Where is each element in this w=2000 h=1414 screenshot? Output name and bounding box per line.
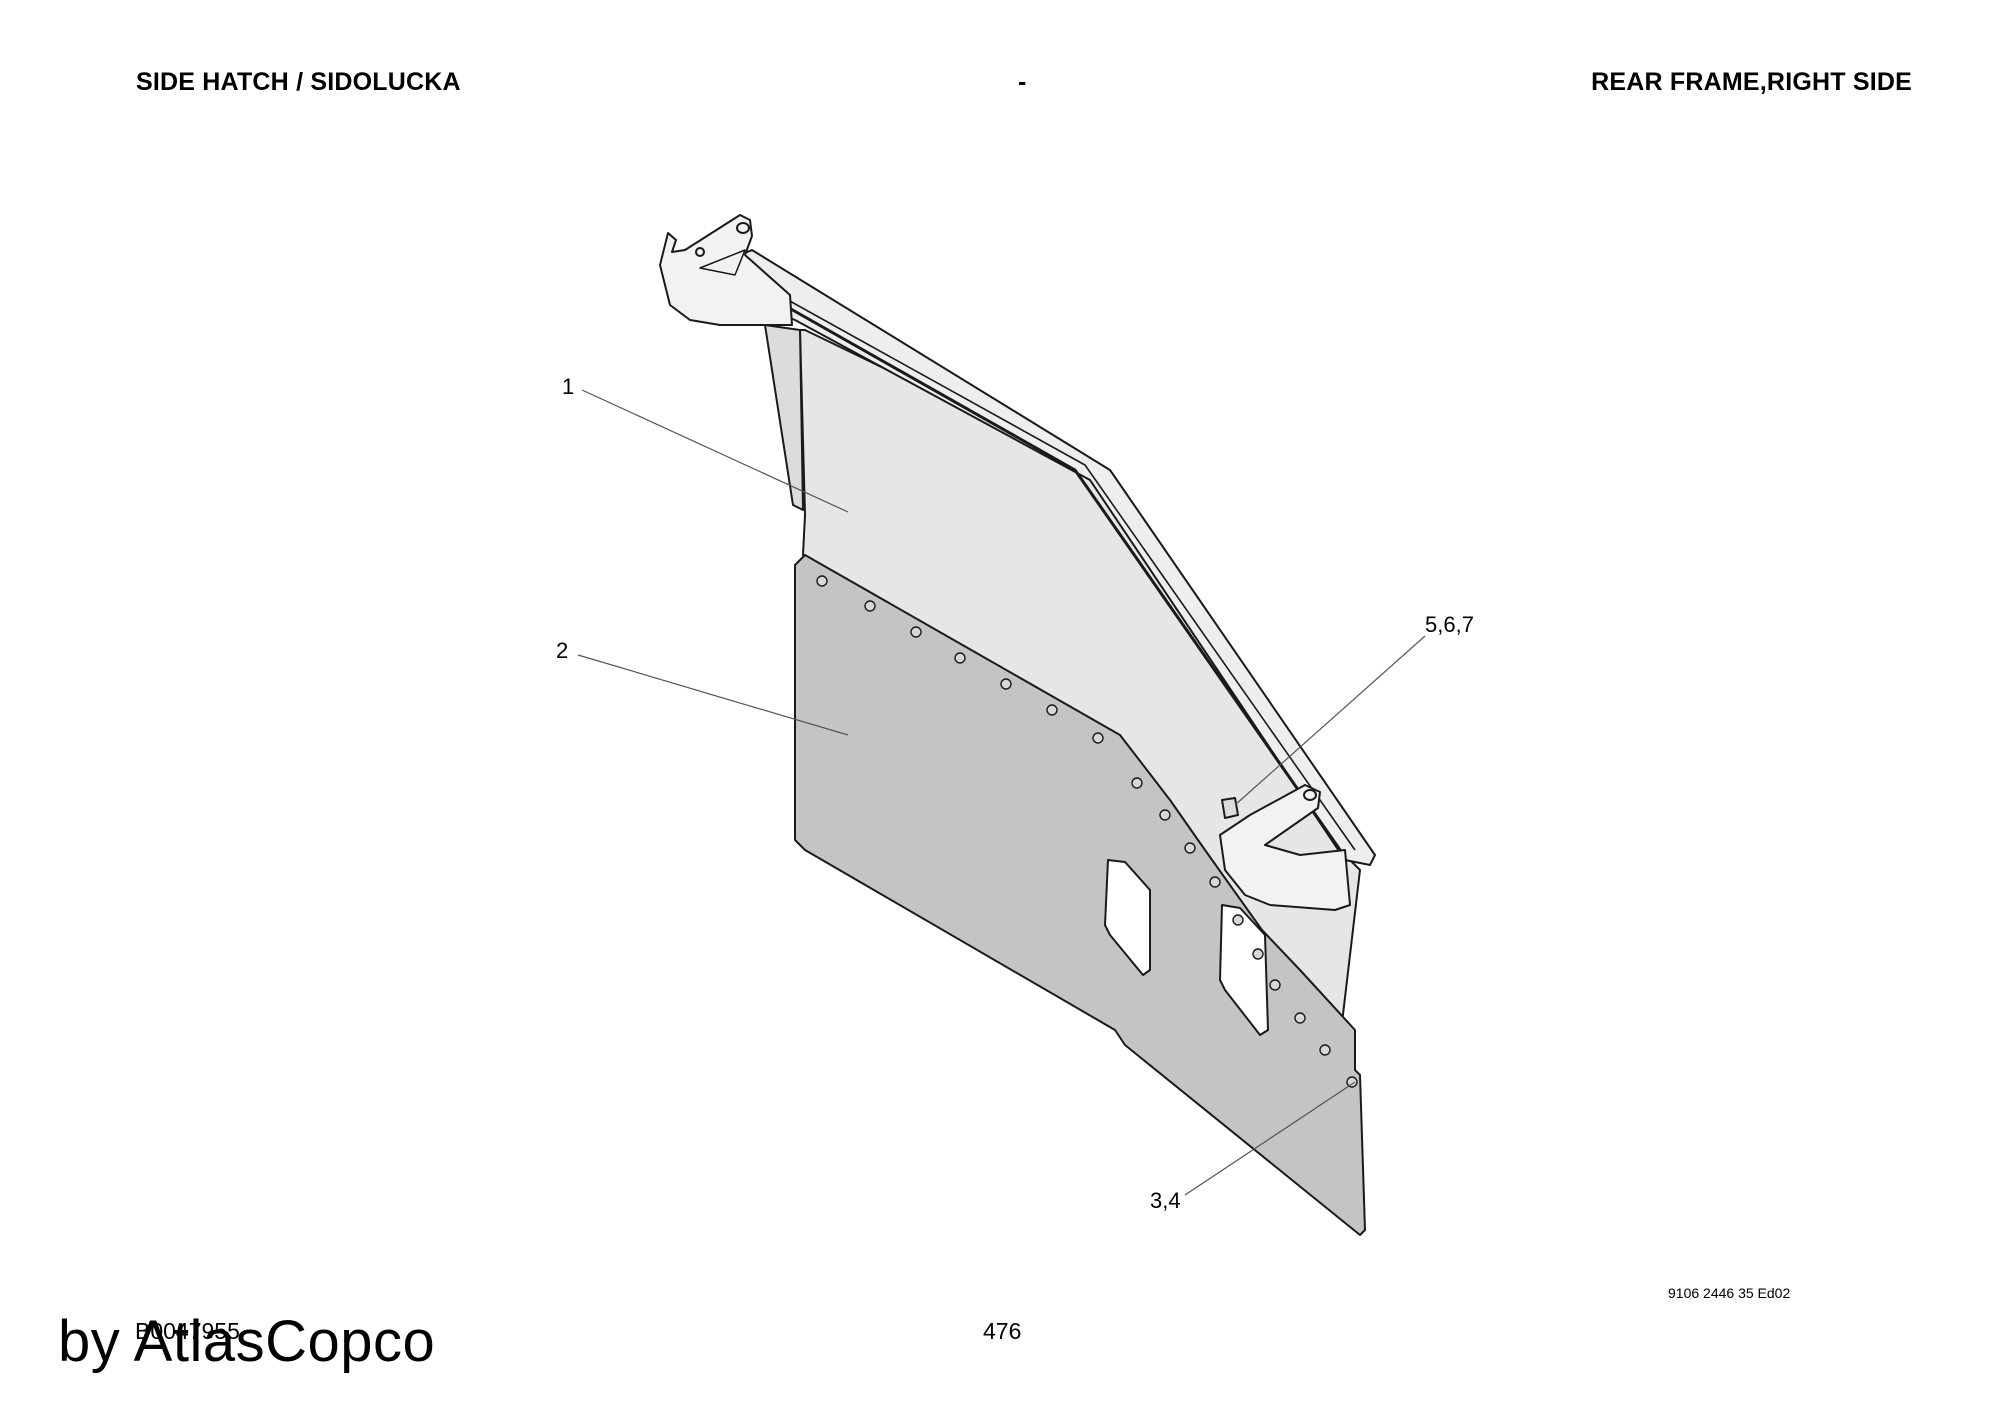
leader-line-2 <box>577 654 849 736</box>
brand-watermark: by AtlasCopco <box>58 1309 436 1374</box>
hook-bracket-top-left-hole <box>736 222 750 234</box>
callout-3-4: 3,4 <box>1150 1188 1181 1213</box>
header-right-title: REAR FRAME,RIGHT SIDE <box>1591 68 1912 96</box>
callout-2: 2 <box>556 638 569 663</box>
seam-bolt-2 <box>864 600 876 612</box>
seam-bolt-8 <box>1131 777 1143 789</box>
seam-bolt-17 <box>1346 1076 1358 1088</box>
document-ref-code: 9106 2446 35 Ed02 <box>1668 1285 1791 1301</box>
seam-bolt-16 <box>1319 1044 1331 1056</box>
seam-bolt-4 <box>954 652 966 664</box>
header-center-dash: - <box>1018 68 1027 96</box>
lower-panel-part-2 <box>794 554 1366 1236</box>
seam-bolt-5 <box>1000 678 1012 690</box>
header-left-title: SIDE HATCH / SIDOLUCKA <box>136 68 461 96</box>
callout-1: 1 <box>562 374 575 399</box>
seam-bolt-9 <box>1159 809 1171 821</box>
upper-panel-left-flange <box>764 324 804 511</box>
hook-bracket-top-left-slot <box>699 249 746 276</box>
leader-line-1 <box>581 389 849 513</box>
page-number: 476 <box>983 1318 1022 1344</box>
hook-bracket-bottom-right-hole <box>1303 789 1317 801</box>
seam-bolt-3 <box>910 626 922 638</box>
seam-bolt-6 <box>1046 704 1058 716</box>
seam-bolt-7 <box>1092 732 1104 744</box>
seam-bolt-10 <box>1184 842 1196 854</box>
top-rail-groove <box>774 298 1347 858</box>
top-rail-inner-line <box>769 289 1356 851</box>
seam-bolt-1 <box>816 575 828 587</box>
seam-bolt-12 <box>1232 914 1244 926</box>
hook-bracket-bottom-right <box>1219 784 1351 911</box>
lower-panel-cutout-1 <box>1104 859 1151 976</box>
lower-panel-cutout-2 <box>1219 904 1269 1036</box>
drawing-id: B0047955 <box>135 1318 240 1344</box>
seam-bolt-13 <box>1252 948 1264 960</box>
seam-bolt-11 <box>1209 876 1221 888</box>
hook-bracket-top-left-bolt <box>695 247 705 257</box>
bracket-bolt-5-6-7 <box>1221 797 1239 819</box>
seam-bolt-15 <box>1294 1012 1306 1024</box>
leader-line-3-4 <box>1184 1081 1356 1196</box>
hook-bracket-top-left <box>659 214 793 326</box>
seam-bolt-14 <box>1269 979 1281 991</box>
leader-line-5-6-7 <box>1234 635 1426 806</box>
callout-5-6-7: 5,6,7 <box>1425 612 1474 637</box>
